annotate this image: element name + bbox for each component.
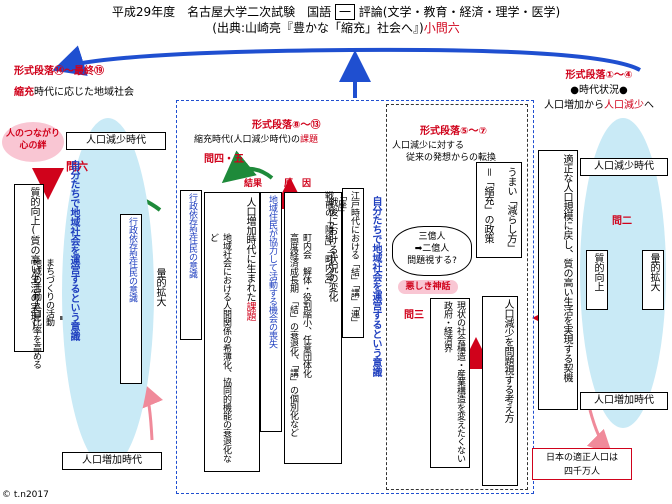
- top-left-highlight: 縮充: [14, 87, 34, 98]
- desc2-a: 人口増加から: [544, 100, 604, 111]
- left-main-blue: 自分たちで地域社会を運営するという意識: [68, 160, 79, 341]
- top-right-desc1: ●時代状況●: [570, 85, 628, 96]
- question-label: 小問六: [423, 21, 460, 35]
- top-left-label: 形式段落⑭～最終⑲: [14, 66, 104, 77]
- q6-label: 問六: [66, 160, 88, 173]
- center-blue-mid: 地域住民が協力して活動する機会の喪失: [260, 192, 282, 432]
- right-pink-arrow: [586, 409, 613, 455]
- page-subtitle: (出典:山崎亮『豊かな「縮充」社会へ』)小問六: [0, 20, 672, 36]
- rc-policy-a: うまい「減らし方」: [505, 167, 516, 253]
- left-admin-box: 行政依存型住民の意識: [120, 214, 142, 384]
- born-text: 人口増加時代に生まれた課題: [242, 197, 257, 427]
- rc-desc1: 人口減少に対する: [392, 141, 465, 151]
- relations-text: 地域社会における人間関係の希薄化、協同的機能の衰退化など: [208, 233, 231, 463]
- born-box: 人口増加時代に生まれた課題 地域社会における人間関係の希薄化、協同的機能の衰退化…: [204, 192, 260, 472]
- top-right-label: 形式段落①～④: [565, 70, 633, 81]
- born-b: 課題: [244, 301, 255, 321]
- rc-reason-box: 現状の社会構造・産業構造を変えたくない政府・経済界: [430, 298, 470, 468]
- desc2-c: へ: [644, 100, 654, 111]
- rc-problem-box: 人口減少を問題視する考え方: [482, 296, 518, 486]
- title-text: 平成29年度 名古屋大学二次試験 国語: [111, 5, 332, 19]
- right-quantity-box: 量的拡大: [642, 250, 664, 310]
- postwar-body: 町内会 解体・役割縮小、任意団体化 高度経済成長期 「結」の衰退化、「講」の個別…: [288, 233, 311, 437]
- edo-box: 江戸時代における「結」「講」「連」「座」 戦前の「隣組」「町内会」: [323, 188, 364, 338]
- q2-label: 問二: [612, 216, 632, 227]
- top-left-block: 形式段落⑭～最終⑲ 縮充時代に応じた地域社会: [14, 62, 174, 98]
- right-center-dashed-frame: [386, 104, 528, 490]
- top-right-block: 形式段落①～④ ●時代状況● 人口増加から人口減少へ: [528, 66, 670, 111]
- right-quality-box: 質的向上: [586, 250, 608, 310]
- q45-label: 問四・五: [204, 154, 244, 165]
- center-topic: 縮充時代(人口減少時代)の課題: [194, 132, 318, 145]
- left-quantity: 量的拡大: [154, 268, 165, 306]
- copyright: © t.n2017: [2, 490, 49, 500]
- title-rest: 評論(文学・教育・経済・理学・医学): [358, 5, 561, 19]
- q3-label: 問三: [404, 310, 424, 321]
- center-right-blue: 自分たちで地域社会を運営するという意識: [370, 196, 381, 377]
- right-bottom-box: 人口増加時代: [580, 392, 668, 410]
- left-bottom-box: 人口増加時代: [62, 452, 162, 470]
- section-number: 一: [334, 4, 355, 20]
- left-sub-activity: まちづくりの活動 地域の活動人口比率を高める: [31, 258, 54, 369]
- page-title: 平成29年度 名古屋大学二次試験 国語 一 評論(文学・教育・経済・理学・医学): [0, 4, 672, 20]
- top-left-desc: 時代に応じた地域社会: [34, 87, 134, 98]
- center-topic-a: 縮充時代(人口減少時代)の: [194, 135, 301, 145]
- cause-label: 原 因: [284, 179, 312, 189]
- top-left-desc-row: 縮充時代に応じた地域社会: [14, 83, 174, 98]
- center-green-arrow: [221, 150, 274, 184]
- born-a: 人口増加時代に生まれた: [244, 197, 255, 302]
- rc-evil: 悪しき神話: [398, 280, 458, 294]
- right-main-box: 適正な人口規模に戻し、質の高い生活を実現する契機: [538, 150, 578, 410]
- rc-policy-box: うまい「減らし方」 ＝「縮充」の政策: [476, 162, 522, 258]
- left-quality-box: 質的向上(質の高い生活の実現): [14, 184, 44, 352]
- center-admin-box: 行政依存型住民の意識: [180, 190, 202, 340]
- right-top-box: 人口減少時代: [580, 158, 668, 176]
- rc-cloud: 三億人 ➡二億人 問題視する?: [392, 226, 472, 276]
- center-label: 形式段落⑧～⑬: [252, 120, 321, 131]
- rc-policy-b: ＝「縮充」の政策: [482, 167, 493, 243]
- center-topic-b: 課題: [300, 135, 319, 145]
- postwar-title: 戦後における状況の変化: [324, 197, 339, 397]
- left-pink-arrow: [140, 382, 163, 441]
- desc2-b: 人口減少: [604, 100, 644, 111]
- bond-bubble: 人のつながり 心の絆: [2, 122, 64, 162]
- center-dashed-frame: [176, 100, 534, 494]
- top-right-desc2: 人口増加から人口減少へ: [528, 96, 670, 111]
- rc-desc2: 従来の発想からの転換: [406, 153, 497, 163]
- result-label: 結果: [244, 179, 263, 189]
- right-note-box: 日本の適正人口は 四千万人: [532, 448, 632, 480]
- postwar-box: 戦後における状況の変化 町内会 解体・役割縮小、任意団体化 高度経済成長期 「結…: [284, 192, 342, 464]
- left-top-box: 人口減少時代: [66, 132, 166, 150]
- source-text: (出典:山崎亮『豊かな「縮充」社会へ』): [212, 21, 424, 35]
- rc-label: 形式段落⑤～⑦: [420, 126, 487, 137]
